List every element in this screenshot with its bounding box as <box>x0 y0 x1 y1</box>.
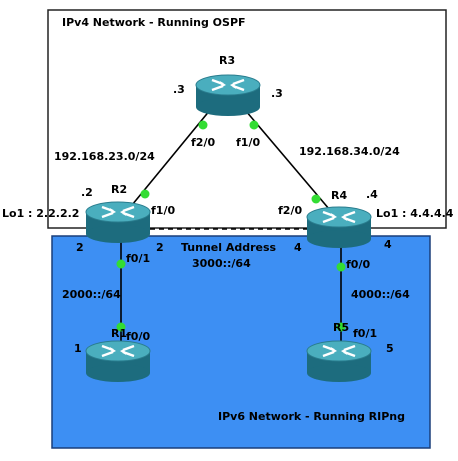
r2-id-right: 2 <box>156 241 164 254</box>
router-r4-name: R4 <box>331 189 347 202</box>
r2-loopback: Lo1 : 2.2.2.2 <box>2 207 79 220</box>
iface-r1-up: f0/0 <box>126 330 150 343</box>
router-r3-name: R3 <box>219 54 235 67</box>
r4-loopback: Lo1 : 4.4.4.4 <box>376 207 454 220</box>
ipv4-zone <box>47 9 447 229</box>
router-r1-name: R1 <box>111 327 127 340</box>
r1-id: 1 <box>74 342 82 355</box>
link-dot-r4-up <box>311 194 321 204</box>
link-dot-r5-up <box>336 322 346 332</box>
r3-octet-left: .3 <box>173 83 185 96</box>
tunnel-network: 3000::/64 <box>192 257 251 270</box>
iface-r5-up: f0/1 <box>353 327 377 340</box>
router-r2-name: R2 <box>111 183 127 196</box>
link-dot-r3-right <box>249 120 259 130</box>
router-r4-icon[interactable] <box>305 205 373 250</box>
link-dot-r2-up <box>140 189 150 199</box>
router-r2-icon[interactable] <box>84 200 152 245</box>
iface-r4-up: f2/0 <box>278 204 302 217</box>
network-2000: 2000::/64 <box>62 288 121 301</box>
link-dot-r4-down <box>336 262 346 272</box>
tunnel-address-label: Tunnel Address <box>181 241 277 254</box>
ipv6-zone-title: IPv6 Network - Running RIPng <box>218 410 405 423</box>
r4-octet: .4 <box>366 188 378 201</box>
iface-r4-down: f0/0 <box>346 258 370 271</box>
ipv4-zone-title: IPv4 Network - Running OSPF <box>62 16 246 29</box>
router-r3-icon[interactable] <box>194 73 262 118</box>
router-r5-icon[interactable] <box>305 339 373 384</box>
r3-octet-right: .3 <box>271 87 283 100</box>
iface-r2-down: f0/1 <box>126 252 150 265</box>
iface-r2-up: f1/0 <box>151 204 175 217</box>
network-192-168-34: 192.168.34.0/24 <box>299 145 400 158</box>
r5-id: 5 <box>386 342 394 355</box>
link-dot-r2-down <box>116 259 126 269</box>
r2-id-left: 2 <box>76 241 84 254</box>
router-r1-icon[interactable] <box>84 339 152 384</box>
link-dot-r3-left <box>198 120 208 130</box>
iface-r3-left: f2/0 <box>191 136 215 149</box>
r2-octet: .2 <box>81 186 93 199</box>
r4-id-right: 4 <box>384 238 392 251</box>
link-dot-r1-up <box>116 322 126 332</box>
iface-r3-right: f1/0 <box>236 136 260 149</box>
router-r5-name: R5 <box>333 321 349 334</box>
network-4000: 4000::/64 <box>351 288 410 301</box>
network-192-168-23: 192.168.23.0/24 <box>54 150 155 163</box>
r4-id-left: 4 <box>294 241 302 254</box>
